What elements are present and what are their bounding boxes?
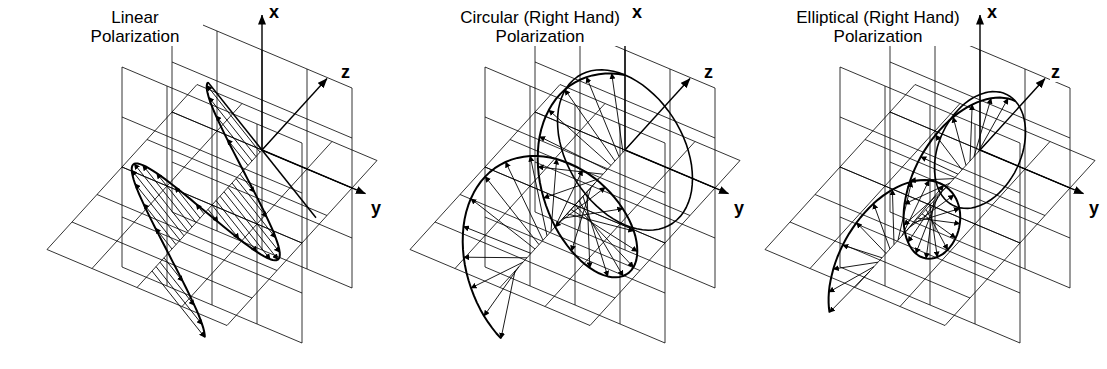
field-vector bbox=[921, 157, 958, 174]
field-vector bbox=[464, 227, 532, 254]
field-vector bbox=[565, 90, 615, 161]
grid-line bbox=[765, 250, 945, 326]
grid-line bbox=[410, 250, 590, 326]
field-vector bbox=[464, 257, 527, 259]
axis-label: x bbox=[268, 2, 280, 22]
field-vector bbox=[918, 218, 960, 223]
grid-line bbox=[790, 222, 970, 298]
panel-title: Linear Polarization bbox=[67, 8, 203, 46]
field-vector bbox=[228, 187, 280, 252]
field-vector bbox=[874, 204, 891, 249]
z-axis bbox=[980, 79, 1045, 151]
grid-line bbox=[1020, 143, 1021, 343]
axis-label: z bbox=[1050, 62, 1061, 82]
grid-line bbox=[302, 143, 303, 343]
grid-line bbox=[840, 67, 1020, 143]
field-vector bbox=[471, 199, 535, 249]
y-axis bbox=[625, 150, 729, 194]
grid-line bbox=[665, 143, 666, 343]
field-vector bbox=[471, 262, 523, 288]
field-vector bbox=[501, 271, 515, 338]
field-curve bbox=[132, 82, 280, 337]
axis-label: z bbox=[703, 62, 714, 82]
field-vector bbox=[970, 105, 972, 161]
x-axis bbox=[979, 15, 980, 150]
field-vector bbox=[132, 170, 184, 236]
field-vector bbox=[922, 214, 956, 238]
field-vector bbox=[544, 179, 599, 198]
field-curve bbox=[829, 98, 1016, 313]
field-vector bbox=[587, 192, 590, 268]
field-vector bbox=[612, 74, 623, 153]
field-vector bbox=[926, 209, 948, 249]
grid-line bbox=[865, 140, 1045, 216]
field-vector bbox=[857, 223, 887, 254]
axis-label: z bbox=[340, 62, 351, 82]
field-vector bbox=[575, 205, 634, 267]
field-vector bbox=[830, 271, 871, 312]
field-vector bbox=[152, 271, 205, 337]
y-axis bbox=[262, 150, 366, 194]
field-vector bbox=[506, 162, 543, 240]
field-vector bbox=[220, 196, 270, 259]
field-vector bbox=[892, 190, 894, 245]
axis-label: y bbox=[733, 198, 745, 218]
panel-title: Elliptical (Right Hand) Polarization bbox=[780, 8, 976, 46]
field-vector bbox=[906, 185, 944, 231]
axis-label: y bbox=[370, 198, 382, 218]
z-axis bbox=[625, 79, 690, 151]
grid-line bbox=[72, 222, 252, 298]
field-curve bbox=[463, 74, 638, 339]
field-vector bbox=[829, 267, 874, 293]
z-axis bbox=[262, 79, 327, 151]
field-vector bbox=[843, 245, 882, 258]
field-vector bbox=[555, 183, 595, 227]
field-vector bbox=[175, 187, 200, 218]
field-vector bbox=[905, 183, 951, 204]
grid-line bbox=[620, 124, 621, 324]
panel-title: Circular (Right Hand) Polarization bbox=[437, 8, 643, 46]
field-vector bbox=[212, 205, 239, 239]
x-axis bbox=[261, 15, 262, 150]
field-vector bbox=[485, 177, 539, 245]
grid-line bbox=[47, 250, 227, 326]
field-vector bbox=[555, 170, 583, 227]
axis-label: y bbox=[1088, 198, 1100, 218]
y-axis bbox=[980, 150, 1084, 194]
field-vector bbox=[953, 117, 966, 165]
field-vector bbox=[134, 164, 188, 232]
field-vector bbox=[207, 85, 260, 152]
axis-label: x bbox=[631, 2, 643, 22]
field-vector bbox=[833, 262, 878, 269]
field-vector bbox=[978, 99, 1008, 153]
field-vector bbox=[484, 267, 519, 316]
axis-label: x bbox=[986, 2, 998, 22]
field-vector bbox=[914, 209, 959, 223]
